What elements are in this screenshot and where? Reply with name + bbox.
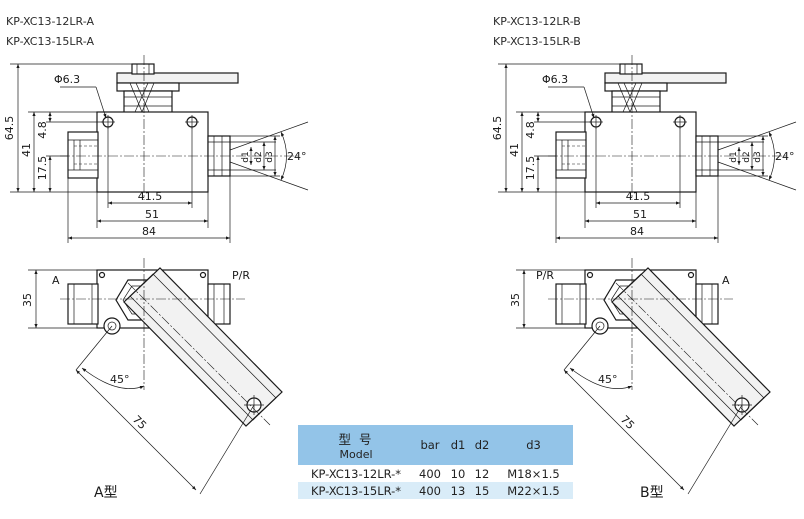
spec-table: 型 号 Model bar d1 d2 d3 KP-XC13-12LR-* 40… — [298, 425, 573, 499]
variant-b-d2: d2 — [742, 151, 752, 162]
variant-b: KP-XC13-12LR-B KP-XC13-15LR-B Φ6.3 64.5 … — [491, 15, 796, 501]
variant-b-height-body: 41 — [508, 143, 521, 157]
header-model-cn: 型 号 — [338, 432, 374, 447]
variant-b-width-total: 84 — [630, 225, 644, 238]
cell-d1: 10 — [446, 465, 470, 482]
spec-table-header: 型 号 Model bar d1 d2 d3 — [298, 425, 573, 465]
header-d2: d2 — [470, 425, 494, 465]
table-row: KP-XC13-12LR-* 400 10 12 M18×1.5 — [298, 465, 573, 482]
variant-a-width-total: 84 — [142, 225, 156, 238]
variant-a-height-center: 17.5 — [36, 156, 49, 181]
variant-a-d3: d3 — [265, 151, 275, 162]
variant-a-bottom-view — [28, 258, 282, 494]
variant-a-width-holes: 41.5 — [138, 190, 163, 203]
table-row: KP-XC13-15LR-* 400 13 15 M22×1.5 — [298, 482, 573, 499]
variant-a-height-body: 41 — [20, 143, 33, 157]
variant-b-width-body: 51 — [633, 208, 647, 221]
variant-b-model-1: KP-XC13-12LR-B — [493, 15, 581, 28]
variant-b-d3: d3 — [753, 151, 763, 162]
variant-b-type-label: B型 — [640, 485, 664, 501]
variant-b-port-right: A — [722, 274, 730, 287]
header-d1: d1 — [446, 425, 470, 465]
variant-a-port-right: P/R — [232, 269, 250, 282]
cell-bar: 400 — [414, 482, 446, 499]
cell-model: KP-XC13-12LR-* — [298, 465, 414, 482]
cell-d2: 12 — [470, 465, 494, 482]
variant-b-width-holes: 41.5 — [626, 190, 651, 203]
variant-a-d2: d2 — [254, 151, 264, 162]
variant-b-handle-angle: 45° — [598, 373, 618, 386]
header-bar: bar — [414, 425, 446, 465]
header-model: 型 号 Model — [298, 425, 414, 465]
variant-b-port-left: P/R — [536, 269, 554, 282]
variant-a-cone-angle: 24° — [287, 150, 307, 163]
variant-b-d1: d1 — [729, 151, 739, 162]
variant-a-height-top: 4.8 — [36, 121, 49, 139]
variant-b-height-top: 4.8 — [524, 121, 537, 139]
variant-a-handle-length: 75 — [130, 413, 149, 432]
variant-a-model-2: KP-XC13-15LR-A — [6, 35, 94, 48]
variant-b-height-center: 17.5 — [524, 156, 537, 181]
cell-bar: 400 — [414, 465, 446, 482]
variant-b-cone-angle: 24° — [775, 150, 795, 163]
cell-model: KP-XC13-15LR-* — [298, 482, 414, 499]
variant-a-width-body: 51 — [145, 208, 159, 221]
variant-a-port-left: A — [52, 274, 60, 287]
header-d3: d3 — [494, 425, 573, 465]
variant-b-model-2: KP-XC13-15LR-B — [493, 35, 581, 48]
cell-d2: 15 — [470, 482, 494, 499]
cell-d3: M22×1.5 — [494, 482, 573, 499]
variant-a-hole-dim: Φ6.3 — [54, 73, 80, 86]
variant-a-model-1: KP-XC13-12LR-A — [6, 15, 94, 28]
variant-a: KP-XC13-12LR-A KP-XC13-15LR-A Φ6.3 64.5 … — [3, 15, 308, 501]
variant-a-d1: d1 — [241, 151, 251, 162]
variant-b-bottom-height: 35 — [509, 293, 522, 307]
variant-b-hole-dim: Φ6.3 — [542, 73, 568, 86]
header-model-en: Model — [339, 448, 373, 461]
cell-d3: M18×1.5 — [494, 465, 573, 482]
variant-a-type-label: A型 — [94, 485, 118, 501]
variant-a-handle-angle: 45° — [110, 373, 130, 386]
variant-a-height-total: 64.5 — [3, 116, 16, 141]
variant-a-bottom-height: 35 — [21, 293, 34, 307]
variant-b-height-total: 64.5 — [491, 116, 504, 141]
variant-b-handle-length: 75 — [618, 413, 637, 432]
cell-d1: 13 — [446, 482, 470, 499]
